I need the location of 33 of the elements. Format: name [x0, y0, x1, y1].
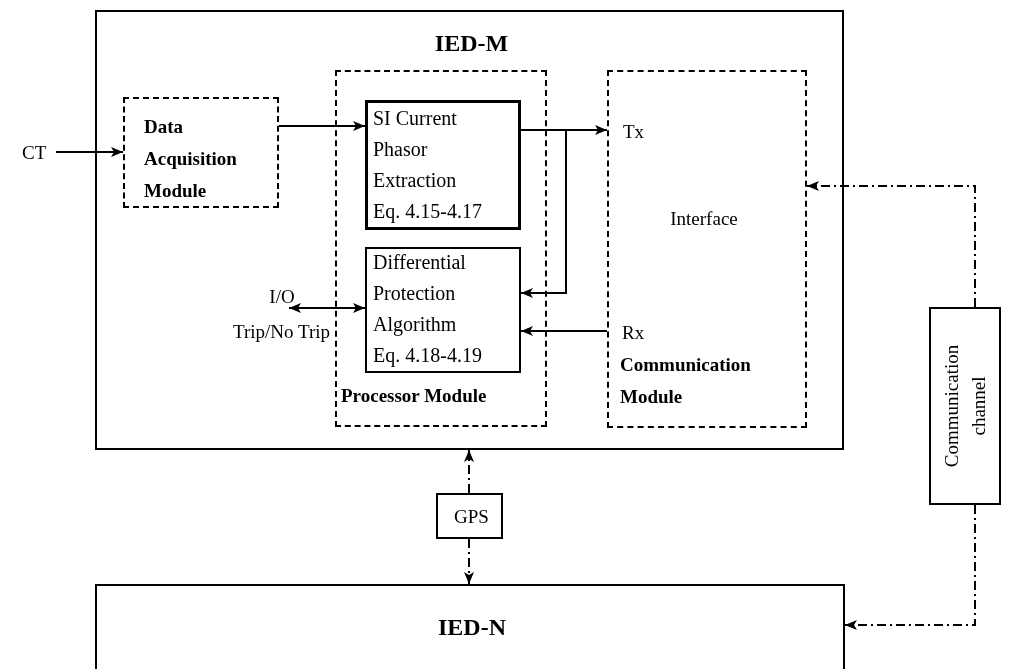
process-box [365, 247, 521, 373]
process-box [365, 100, 521, 230]
device-box [95, 10, 844, 450]
gps-box [436, 493, 503, 539]
channel-box [929, 307, 1001, 505]
input-label: CT [22, 141, 48, 165]
arrow [520, 326, 608, 336]
channel-label: Communication channel [940, 343, 990, 470]
signal-label: I/O [268, 285, 296, 309]
port-label: Rx [622, 321, 646, 345]
dash-dot-arrow [844, 504, 976, 630]
device-box [95, 584, 845, 669]
device-title: IED-M [433, 29, 510, 58]
process-label: SI Current Phasor Extraction Eq. 4.15-4.17 [373, 106, 483, 225]
module-label: Processor Module [341, 384, 488, 408]
signal-label: Trip/No Trip [232, 320, 330, 344]
dash-dot-arrow [464, 449, 474, 494]
dash-dot-arrow [806, 181, 976, 308]
gps-label: GPS [453, 505, 490, 529]
device-title: IED-N [437, 613, 507, 642]
process-label: Differential Protection Algorithm Eq. 4.18-4.19 [373, 250, 483, 369]
module-label: Communication Module [620, 353, 752, 409]
module-box [123, 97, 279, 208]
arrow [55, 147, 124, 157]
port-label: Tx [623, 120, 646, 144]
module-label: Data Acquisition Module [144, 115, 238, 203]
module-box [335, 70, 547, 427]
arrow [278, 121, 366, 131]
interface-label: Interface [669, 207, 739, 231]
dash-dot-arrow [464, 538, 474, 585]
arrow [520, 129, 567, 298]
arrow [288, 303, 366, 313]
module-box [607, 70, 807, 428]
